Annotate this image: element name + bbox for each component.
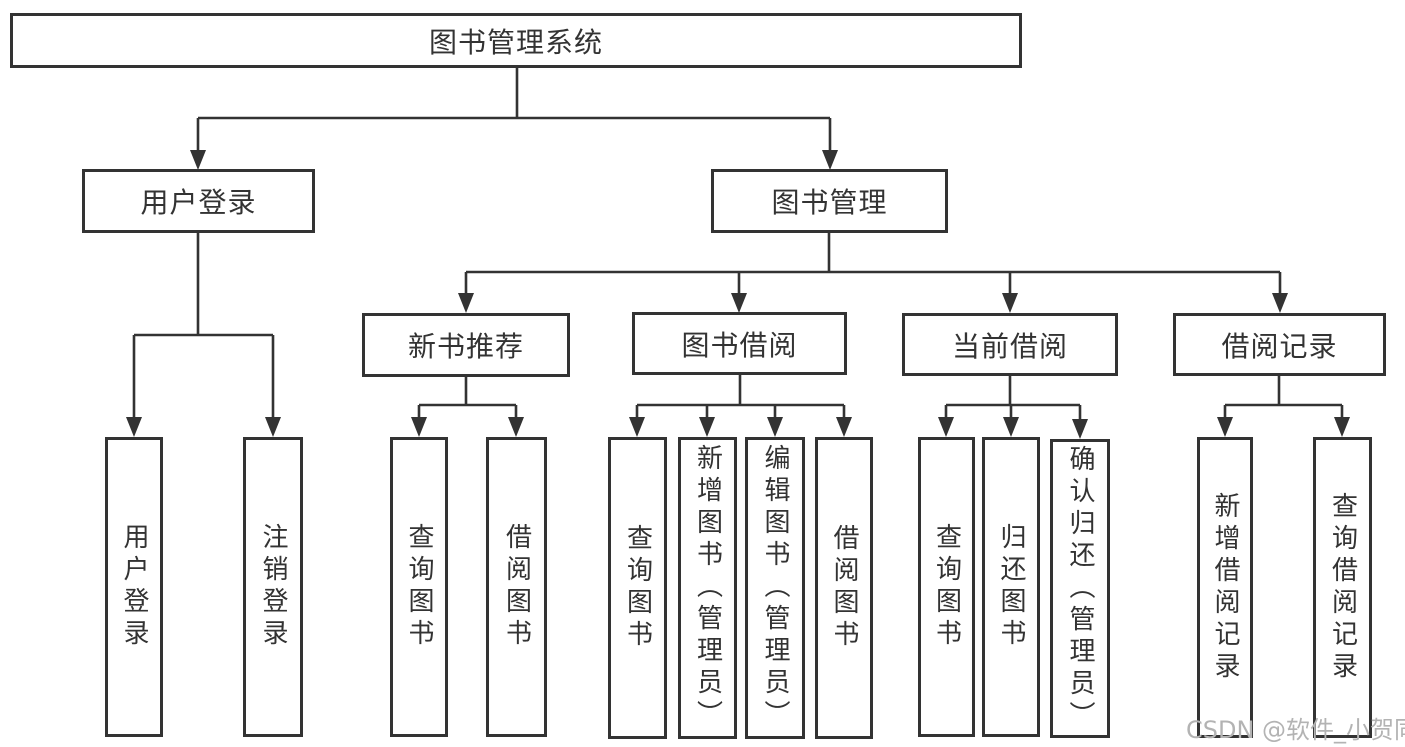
arrow-down-icon [411,417,427,437]
arrow-down-icon [629,417,645,437]
node-borrow-record: 借阅记录 [1173,313,1386,376]
node-user-login: 用户登录 [82,169,315,233]
connector-current-borrow-to-leaves [938,376,1088,439]
node-label: 新增借阅记录 [1210,491,1240,684]
node-book-borrow: 图书借阅 [632,312,847,375]
arrow-down-icon [699,417,715,437]
connector-user-login-to-leaves [126,232,281,437]
node-label: 查询图书 [622,524,653,652]
node-label: 注销登录 [258,523,288,651]
arrow-down-icon [1217,417,1233,437]
node-label: 新增图书（管理员） [692,444,723,732]
node-label: 借阅记录 [1221,329,1338,363]
node-book-management: 图书管理 [711,169,948,233]
connector-new-book-recommend-to-leaves [411,377,524,437]
arrow-down-icon [836,417,852,437]
arrow-down-icon [508,417,524,437]
leaf-add-borrow-record: 新增借阅记录 [1197,437,1253,738]
arrow-down-icon [1072,419,1088,439]
connector-book-management-to-level3 [458,233,1288,313]
arrow-down-icon [767,417,783,437]
node-label: 借阅图书 [501,523,532,651]
arrow-down-icon [731,293,747,313]
arrow-down-icon [1272,293,1288,313]
arrow-down-icon [938,417,954,437]
node-label: 用户登录 [140,186,257,219]
leaf-borrow-book-recommend: 借阅图书 [486,437,547,737]
node-current-borrow: 当前借阅 [902,313,1118,376]
leaf-logout-login: 注销登录 [243,437,303,737]
arrow-down-icon [822,150,838,170]
node-label: 借阅图书 [829,524,859,652]
node-new-book-recommend: 新书推荐 [362,313,570,377]
leaf-confirm-return-admin: 确认归还（管理员） [1050,439,1110,738]
connector-book-borrow-to-leaves [629,375,852,437]
leaf-query-book-current: 查询图书 [918,437,975,737]
node-label: 归还图书 [996,523,1026,651]
leaf-return-book: 归还图书 [982,437,1040,737]
arrow-down-icon [190,150,206,170]
node-root-library-management-system: 图书管理系统 [10,13,1022,68]
leaf-query-book-borrow: 查询图书 [608,437,667,739]
node-label: 新书推荐 [407,330,524,363]
leaf-query-borrow-record: 查询借阅记录 [1313,437,1372,738]
node-label: 查询图书 [404,523,434,651]
arrow-down-icon [458,293,474,313]
leaf-user-login: 用户登录 [105,437,163,737]
leaf-add-book-admin: 新增图书（管理员） [678,437,737,739]
node-label: 查询借阅记录 [1327,491,1358,684]
arrow-down-icon [265,417,281,437]
connector-root-to-level2 [190,68,838,170]
node-label: 用户登录 [119,523,149,651]
node-label: 当前借阅 [951,329,1068,363]
node-label: 查询图书 [931,523,962,651]
leaf-borrow-book: 借阅图书 [815,437,873,739]
connector-borrow-record-to-leaves [1217,376,1350,437]
arrow-down-icon [126,417,142,437]
node-label: 图书管理 [771,186,888,219]
node-label: 确认归还（管理员） [1065,444,1095,733]
watermark-text: CSDN @软件_小贺同学 [1186,716,1405,744]
node-label: 图书借阅 [681,328,798,362]
leaf-edit-book-admin: 编辑图书（管理员） [745,437,805,739]
leaf-query-book-recommend: 查询图书 [390,437,448,737]
arrow-down-icon [1003,417,1019,437]
node-label: 编辑图书（管理员） [760,444,790,732]
arrow-down-icon [1002,293,1018,313]
node-label: 图书管理系统 [428,25,603,59]
arrow-down-icon [1334,417,1350,437]
